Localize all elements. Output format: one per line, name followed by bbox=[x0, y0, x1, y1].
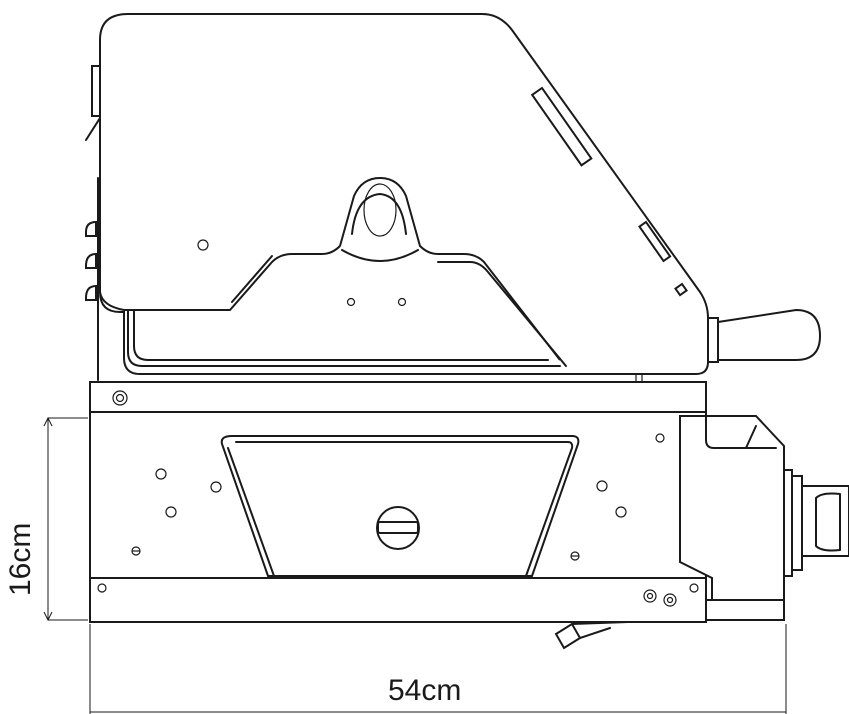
lid-vent-plate bbox=[530, 86, 593, 167]
lid-handle bbox=[707, 317, 719, 363]
width-dimension-label: 54cm bbox=[388, 674, 462, 707]
body-top-rail bbox=[89, 381, 707, 413]
height-dimension-label: 16cm bbox=[4, 522, 37, 596]
side-control-unit bbox=[679, 415, 849, 621]
body-bottom-rail bbox=[89, 577, 707, 623]
grill-body bbox=[89, 373, 707, 650]
lid-hole-left bbox=[197, 239, 209, 251]
height-dimension bbox=[43, 416, 88, 622]
lid-hole-center-left bbox=[346, 297, 356, 307]
lid-hole-center-right bbox=[397, 297, 407, 307]
width-dimension bbox=[89, 624, 787, 714]
side-knob bbox=[801, 485, 849, 557]
rail-bolt bbox=[112, 390, 128, 406]
side-knob-base bbox=[783, 469, 793, 577]
grill-lid bbox=[85, 13, 822, 381]
